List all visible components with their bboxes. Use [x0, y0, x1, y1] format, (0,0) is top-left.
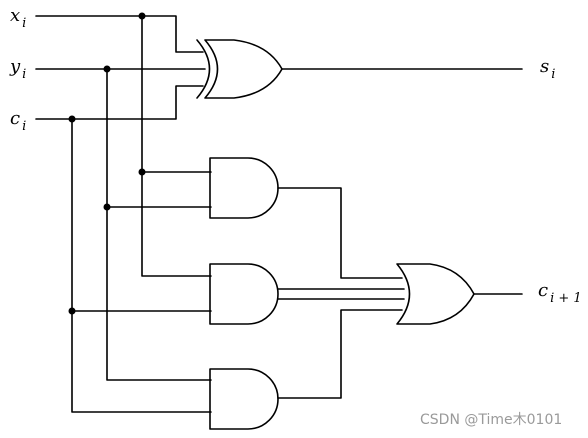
- wire-and1-out: [277, 187, 403, 279]
- and-gate-3: [209, 368, 279, 430]
- wire-and3-out: [277, 309, 403, 399]
- junction-x-and1: [138, 168, 146, 176]
- junction-y: [103, 65, 111, 73]
- wire-y-tap: [106, 68, 212, 381]
- watermark: CSDN @Time木0101: [420, 412, 562, 428]
- junction-c: [68, 115, 76, 123]
- junction-c-and2: [68, 307, 76, 315]
- junction-y-and1: [103, 203, 111, 211]
- xor-gate: [196, 39, 283, 99]
- or-gate: [396, 263, 475, 325]
- and-gate-1: [209, 157, 279, 219]
- wire-x-tap: [141, 15, 212, 277]
- wire-c-bus: [35, 85, 204, 120]
- junction-x: [138, 12, 146, 20]
- wire-x-bus: [35, 15, 204, 53]
- wire-c-tap: [71, 118, 212, 413]
- and-gate-2: [209, 263, 279, 325]
